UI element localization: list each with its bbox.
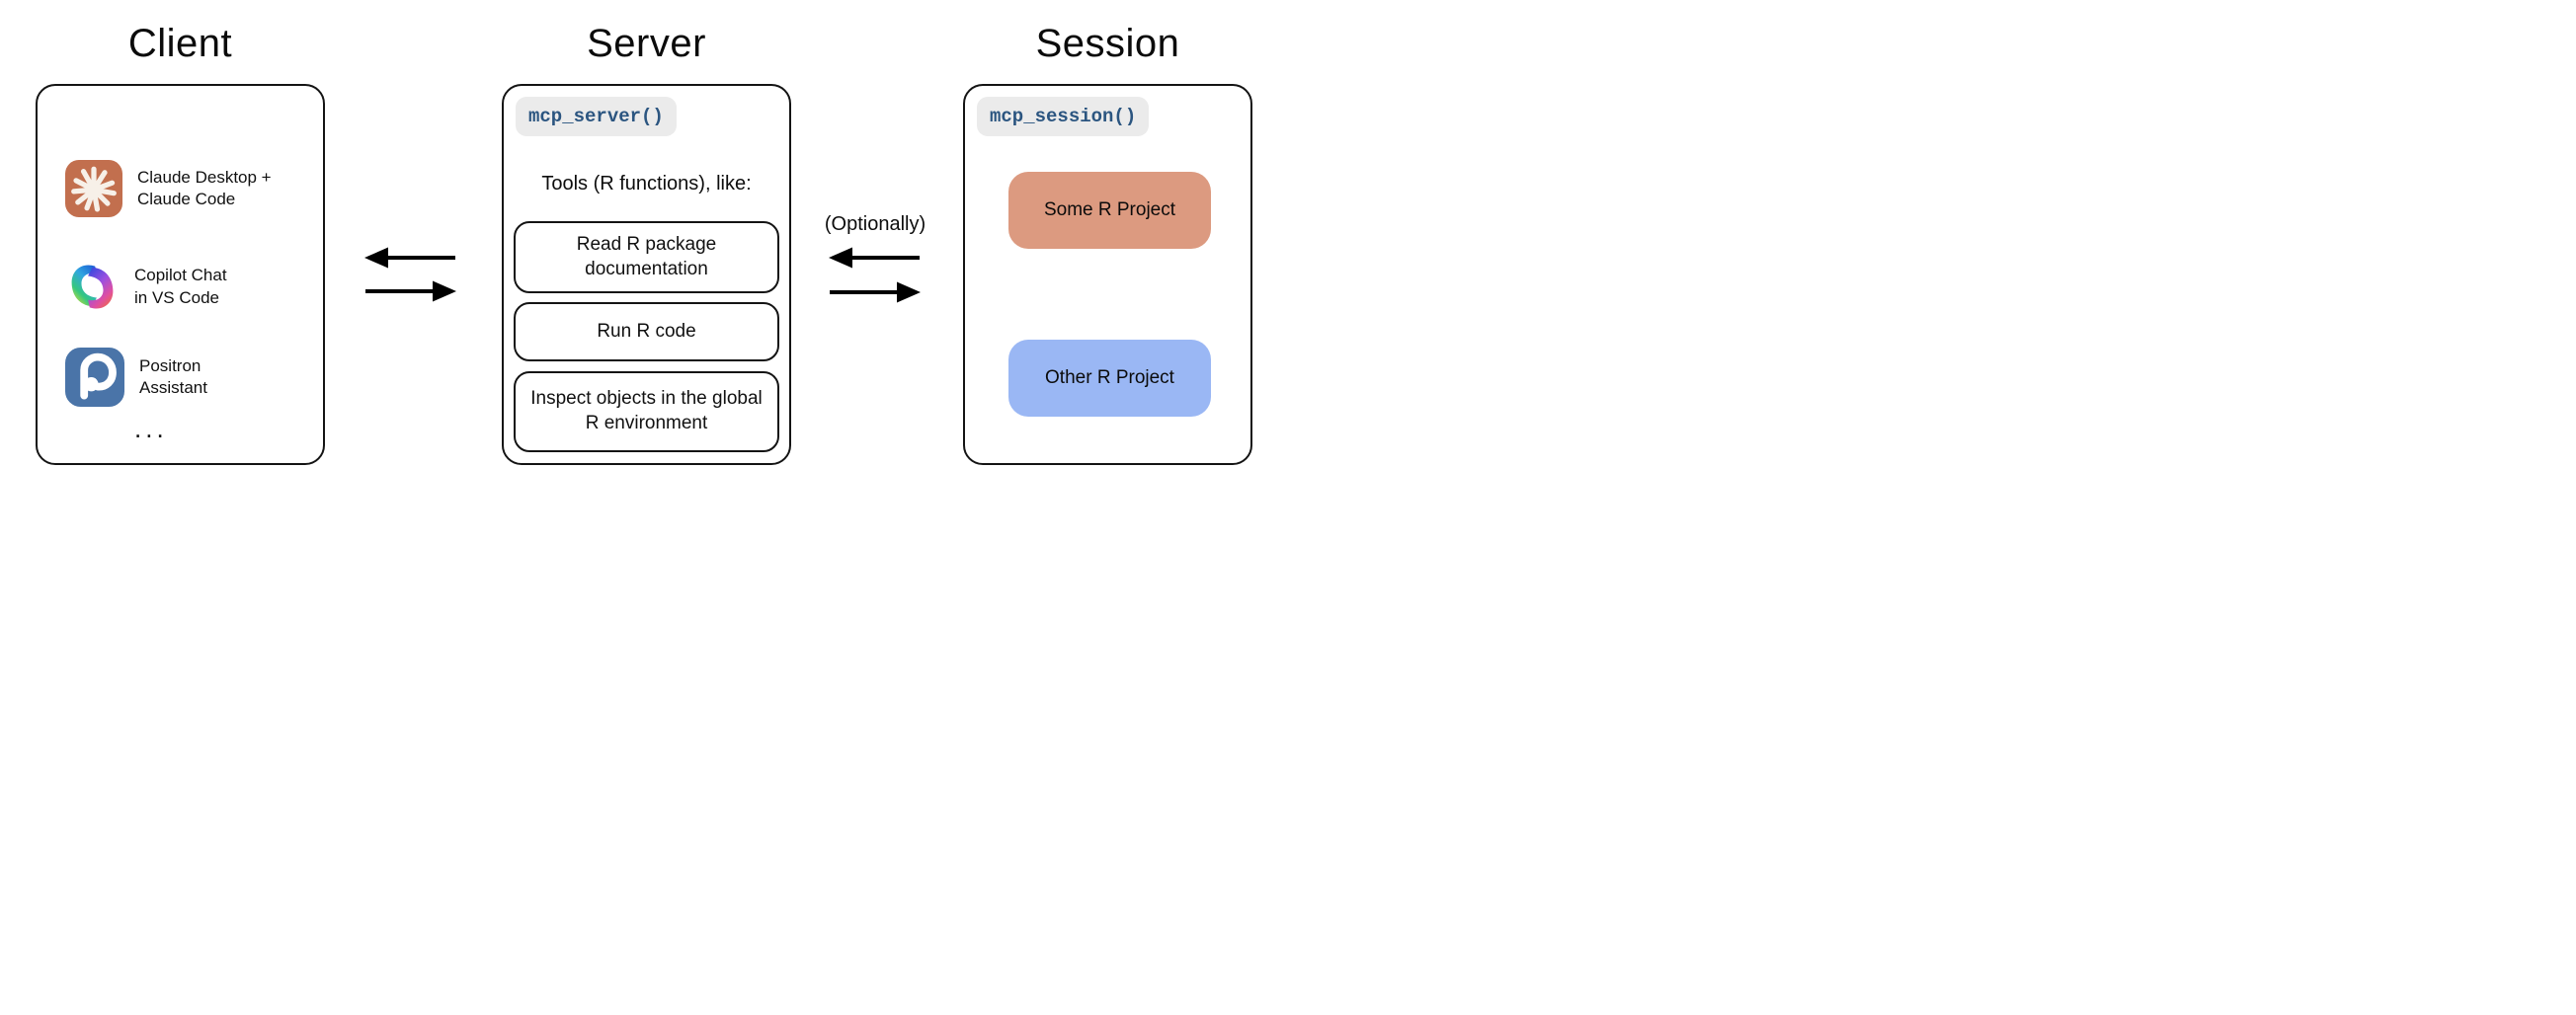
client-item-label: Claude Desktop + Claude Code — [137, 167, 272, 211]
server-box: mcp_server() Tools (R functions), like: … — [502, 84, 791, 465]
optionally-label: (Optionally) — [824, 213, 926, 235]
mcp-server-code-badge: mcp_server() — [516, 97, 677, 136]
client-item-label-line2: Claude Code — [137, 190, 236, 208]
client-item-label-line2: Assistant — [139, 378, 207, 397]
server-column-title: Server — [587, 22, 706, 65]
server-tools-intro: Tools (R functions), like: — [541, 173, 752, 195]
client-item-copilot: Copilot Chat in VS Code — [65, 260, 227, 314]
copilot-icon — [71, 265, 114, 309]
mcp-session-code-badge: mcp_session() — [977, 97, 1150, 136]
arrow-session-to-server — [829, 247, 920, 269]
client-item-label-line1: Positron — [139, 355, 201, 375]
tool-read-docs: Read R package documentation — [514, 221, 779, 293]
session-column-title: Session — [1035, 22, 1180, 65]
client-item-label-line1: Claude Desktop + — [137, 167, 272, 187]
client-box: Claude Desktop + Claude Code — [36, 84, 325, 465]
arrow-server-to-session — [830, 281, 921, 303]
project-some-r-project: Some R Project — [1008, 172, 1211, 249]
client-more-ellipsis: ... — [134, 414, 168, 443]
arrow-client-to-server — [365, 280, 456, 302]
project-other-r-project: Other R Project — [1008, 340, 1211, 417]
client-column-title: Client — [127, 22, 233, 65]
client-item-claude: Claude Desktop + Claude Code — [65, 160, 272, 217]
mcp-architecture-diagram: Client Server Session — [0, 0, 1288, 508]
client-item-label: Copilot Chat in VS Code — [134, 265, 227, 309]
client-item-label-line1: Copilot Chat — [134, 266, 227, 285]
positron-icon — [65, 348, 124, 407]
arrow-server-to-client — [364, 247, 455, 269]
tool-run-r-code: Run R code — [514, 302, 779, 361]
tool-inspect-objects: Inspect objects in the global R environm… — [514, 371, 779, 452]
session-box: mcp_session() Some R Project Other R Pro… — [963, 84, 1252, 465]
client-item-label-line2: in VS Code — [134, 287, 219, 307]
claude-icon — [65, 160, 122, 217]
